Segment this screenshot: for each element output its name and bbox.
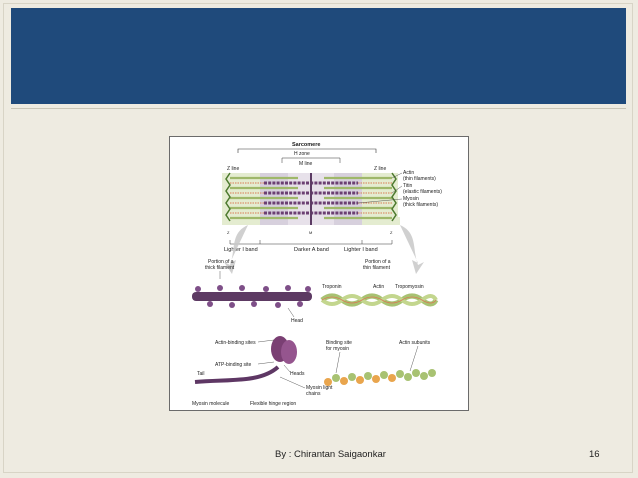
- thin-actin-label: Actin: [373, 284, 384, 290]
- myosin-head-2: [281, 340, 297, 364]
- z-line-left-label: Z line: [227, 166, 239, 172]
- z-line-right-label: Z line: [374, 166, 386, 172]
- legend-myosin: Myosin: [403, 196, 419, 202]
- binding-site-label-1: Binding site: [326, 340, 352, 346]
- thick-filament-strand: [192, 292, 312, 301]
- legend-titin-sub: (elastic filaments): [403, 189, 442, 195]
- tail-label: Tail: [197, 371, 205, 377]
- legend-actin-sub: (thin filaments): [403, 176, 436, 182]
- band-lighter-i-left: Lighter I band: [224, 247, 258, 253]
- light-chains-label-1: Myosin light: [306, 385, 333, 391]
- thin-filaments: [230, 176, 392, 220]
- right-callout-arrow: [400, 225, 424, 274]
- light-chains-label-2: chains: [306, 391, 321, 397]
- thin-title-2: thin filament: [363, 265, 391, 271]
- binding-site-label-2: for myosin: [326, 346, 349, 352]
- thick-filament-heads: [195, 285, 311, 308]
- slide-border: [3, 3, 633, 473]
- h-zone-bracket: [281, 157, 341, 163]
- sarcomere-title: Sarcomere: [292, 142, 320, 148]
- legend-panel: [398, 167, 454, 217]
- myosin-detail-pointers: [257, 339, 306, 389]
- heads-label: Heads: [290, 371, 305, 377]
- actin-detail-pointers: [335, 345, 419, 374]
- band-lighter-i-right: Lighter I band: [344, 247, 378, 253]
- thick-title-1: Portion of a: [208, 259, 234, 265]
- m-line-label: M line: [299, 161, 313, 167]
- sarcomere-bracket: [237, 148, 377, 153]
- band-brackets: [229, 240, 393, 245]
- axis-m: M: [309, 230, 312, 235]
- actin-subunit-beads: [324, 369, 436, 386]
- legend-titin: Titin: [403, 183, 412, 189]
- actin-subunits-label: Actin subunits: [399, 340, 431, 346]
- thick-title-2: thick filament: [205, 265, 235, 271]
- axis-z-left: Z: [227, 230, 230, 235]
- actin-binding-label: Actin-binding sites: [215, 340, 256, 346]
- hinge-label: Flexible hinge region: [250, 401, 296, 407]
- title-band: [11, 8, 626, 104]
- legend-myosin-sub: (thick filaments): [403, 202, 438, 208]
- left-callout-arrow: [224, 225, 248, 274]
- myosin-molecule-label: Myosin molecule: [192, 401, 229, 407]
- h-zone-label: H zone: [294, 151, 310, 157]
- thick-head-pointer: [287, 307, 295, 318]
- z-line-left: [225, 172, 231, 222]
- page-number: 16: [589, 449, 600, 460]
- titin-filaments: [230, 182, 392, 214]
- thick-head-label: Head: [291, 318, 303, 324]
- legend-actin: Actin: [403, 170, 414, 176]
- thin-troponin-label: Troponin: [322, 284, 342, 290]
- left-blank-panel: [170, 167, 222, 247]
- z-line-right: [391, 172, 397, 222]
- sarcomere-figure: Sarcomere H zone M line Z line Z line: [169, 136, 469, 411]
- footer-author: By : Chirantan Saigaonkar: [275, 449, 386, 460]
- band-darker-a: Darker A band: [294, 247, 329, 253]
- atp-binding-label: ATP-binding site: [215, 362, 252, 368]
- tropomyosin-strand: [321, 296, 437, 304]
- header-divider: [11, 108, 626, 109]
- sarcomere-diagram-svg: Sarcomere H zone M line Z line Z line: [170, 142, 454, 407]
- axis-z-right: Z: [390, 230, 393, 235]
- thin-title-1: Portion of a: [365, 259, 391, 265]
- myosin-tail: [194, 365, 280, 384]
- thin-tropomyosin-label: Tropomyosin: [395, 284, 424, 290]
